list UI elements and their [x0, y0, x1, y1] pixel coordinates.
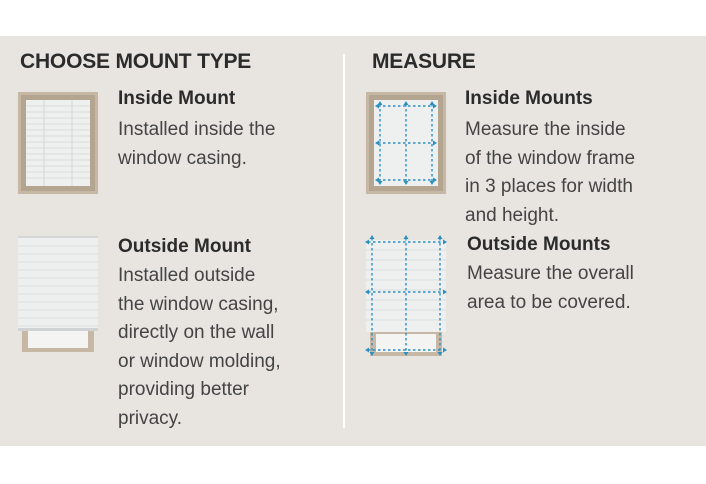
outside-mounts-description: Measure the overall area to be covered.: [467, 263, 634, 313]
inside-mounts-title: Inside Mounts: [465, 88, 593, 109]
info-panel: [0, 36, 706, 446]
column-divider: [343, 54, 345, 428]
inside-mount-title: Inside Mount: [118, 88, 236, 109]
outside-mount-title: Outside Mount: [118, 236, 251, 257]
inside-measure-diagram-icon: [366, 92, 446, 194]
mount-type-heading: CHOOSE MOUNT TYPE: [20, 50, 252, 73]
outside-mount-description: Installed outside the window casing, dir…: [118, 265, 281, 429]
outside-mounts-title: Outside Mounts: [467, 234, 611, 255]
inside-mount-description: Installed inside the window casing.: [118, 119, 276, 169]
inside-mount-window-icon: [18, 92, 98, 194]
outside-mount-window-icon: [18, 236, 98, 352]
inside-mounts-description: Measure the inside of the window frame i…: [465, 119, 636, 226]
outside-measure-diagram-icon: [364, 234, 448, 356]
measure-heading: MEASURE: [372, 50, 476, 73]
